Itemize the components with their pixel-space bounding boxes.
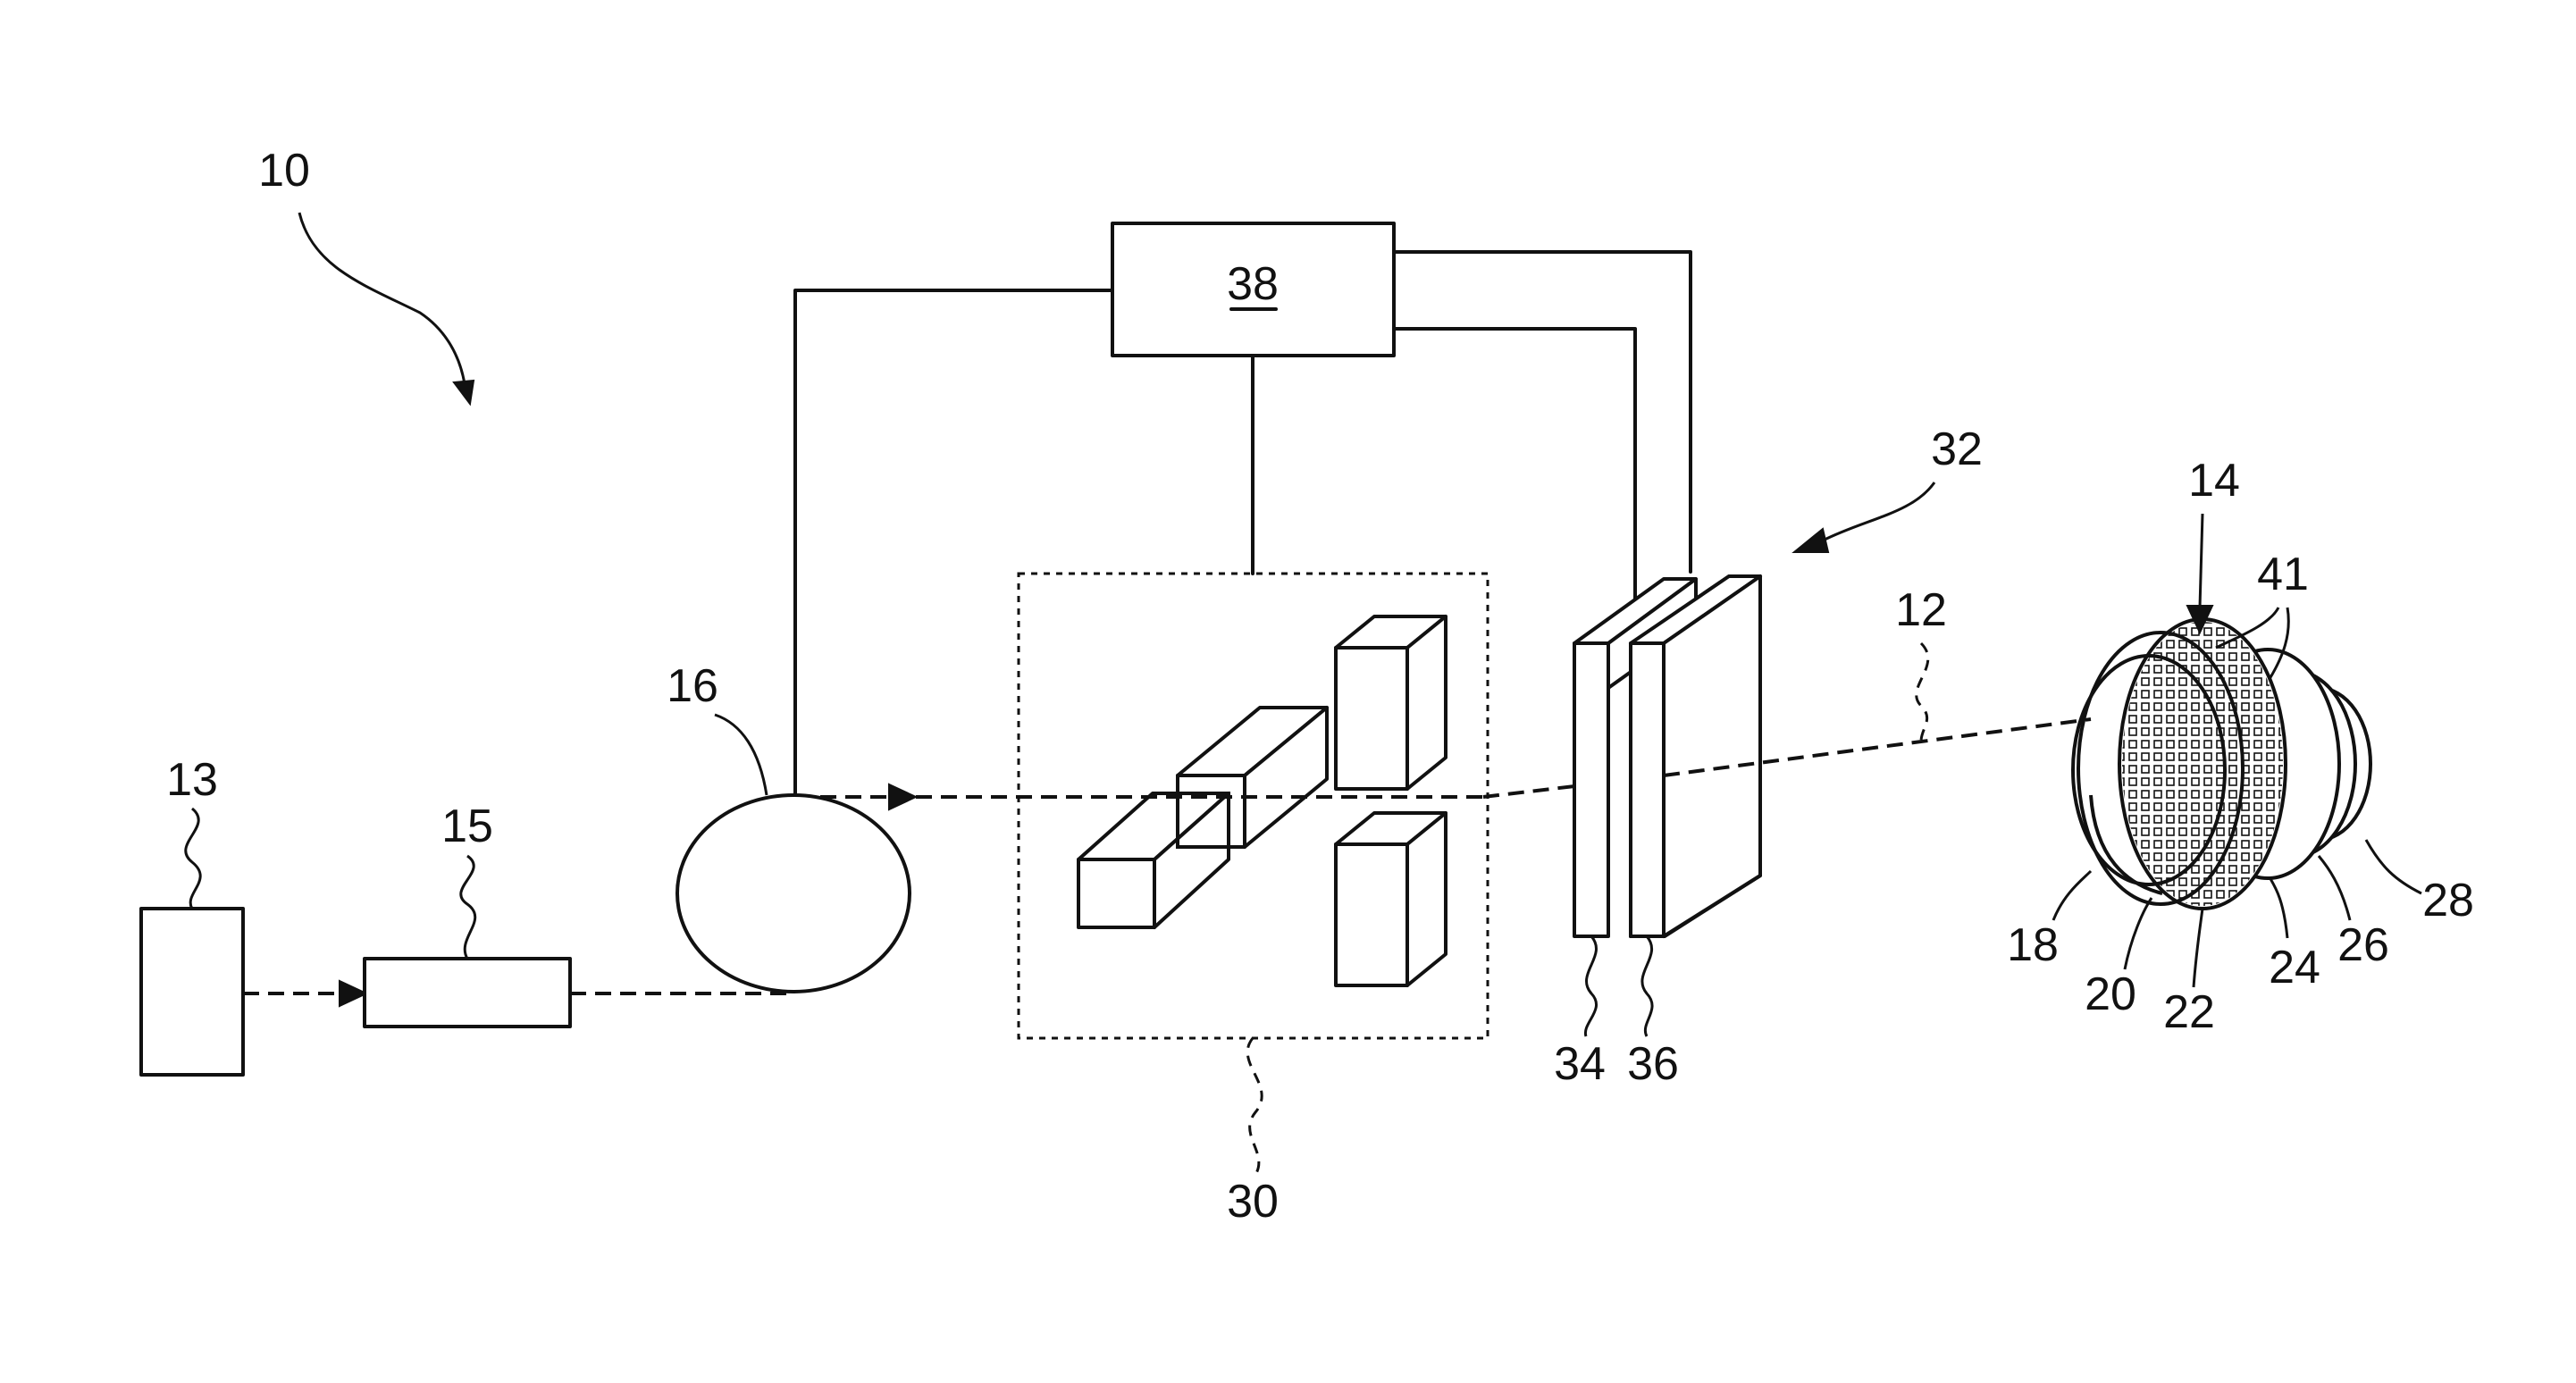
- leader-15: [461, 856, 475, 959]
- label-16: 16: [667, 660, 718, 712]
- leader-26: [2319, 856, 2350, 920]
- label-14: 14: [2188, 455, 2240, 507]
- wire-38-to-36: [1394, 252, 1691, 572]
- plate-34-front: [1574, 643, 1608, 936]
- label-36: 36: [1627, 1038, 1679, 1090]
- beam-13-arrowhead: [340, 981, 366, 1006]
- arrow-10-leader: [299, 213, 465, 384]
- leader-24: [2270, 877, 2287, 938]
- label-30: 30: [1227, 1176, 1279, 1228]
- block-lower-side: [1407, 813, 1446, 985]
- block-upper-side: [1407, 616, 1446, 789]
- leader-36: [1642, 936, 1652, 1036]
- label-13: 13: [166, 754, 218, 806]
- label-24: 24: [2269, 942, 2320, 993]
- label-38: 38: [1227, 258, 1279, 310]
- leader-18: [2053, 871, 2091, 920]
- label-22: 22: [2163, 986, 2215, 1038]
- label-10: 10: [258, 145, 310, 197]
- beam-16-arrowhead: [889, 784, 916, 809]
- leader-30: [1247, 1038, 1262, 1175]
- leader-14: [2200, 514, 2203, 608]
- plate-36-front-overlay: [1631, 643, 1664, 936]
- leader-28: [2366, 840, 2421, 893]
- label-34: 34: [1554, 1038, 1606, 1090]
- leader-12: [1917, 643, 1928, 742]
- label-20: 20: [2085, 968, 2136, 1020]
- source-13-box: [141, 909, 243, 1075]
- arrow-32-head: [1794, 529, 1828, 552]
- beam-to-plates: [1483, 786, 1574, 797]
- splitter-16-ellipse: [677, 795, 910, 992]
- leader-32: [1823, 482, 1934, 541]
- label-18: 18: [2007, 919, 2059, 971]
- leader-16: [715, 715, 767, 795]
- prism-small-front: [1078, 859, 1154, 927]
- label-28: 28: [2422, 875, 2474, 926]
- label-12: 12: [1895, 584, 1947, 636]
- block-lower-front: [1336, 844, 1407, 985]
- leader-22: [2194, 909, 2203, 987]
- block-upper-front: [1336, 648, 1407, 789]
- arrow-10-head: [454, 381, 474, 404]
- label-32: 32: [1931, 423, 1983, 475]
- wire-38-to-34: [1394, 329, 1635, 603]
- label-26: 26: [2337, 919, 2389, 971]
- label-15: 15: [441, 800, 493, 852]
- layer-22-grid: [2122, 622, 2283, 906]
- leader-34: [1585, 936, 1596, 1036]
- leader-13: [186, 809, 200, 909]
- wire-38-to-16: [795, 290, 1112, 795]
- leader-20: [2125, 898, 2152, 969]
- label-41: 41: [2257, 549, 2309, 600]
- conditioner-15-box: [365, 959, 570, 1027]
